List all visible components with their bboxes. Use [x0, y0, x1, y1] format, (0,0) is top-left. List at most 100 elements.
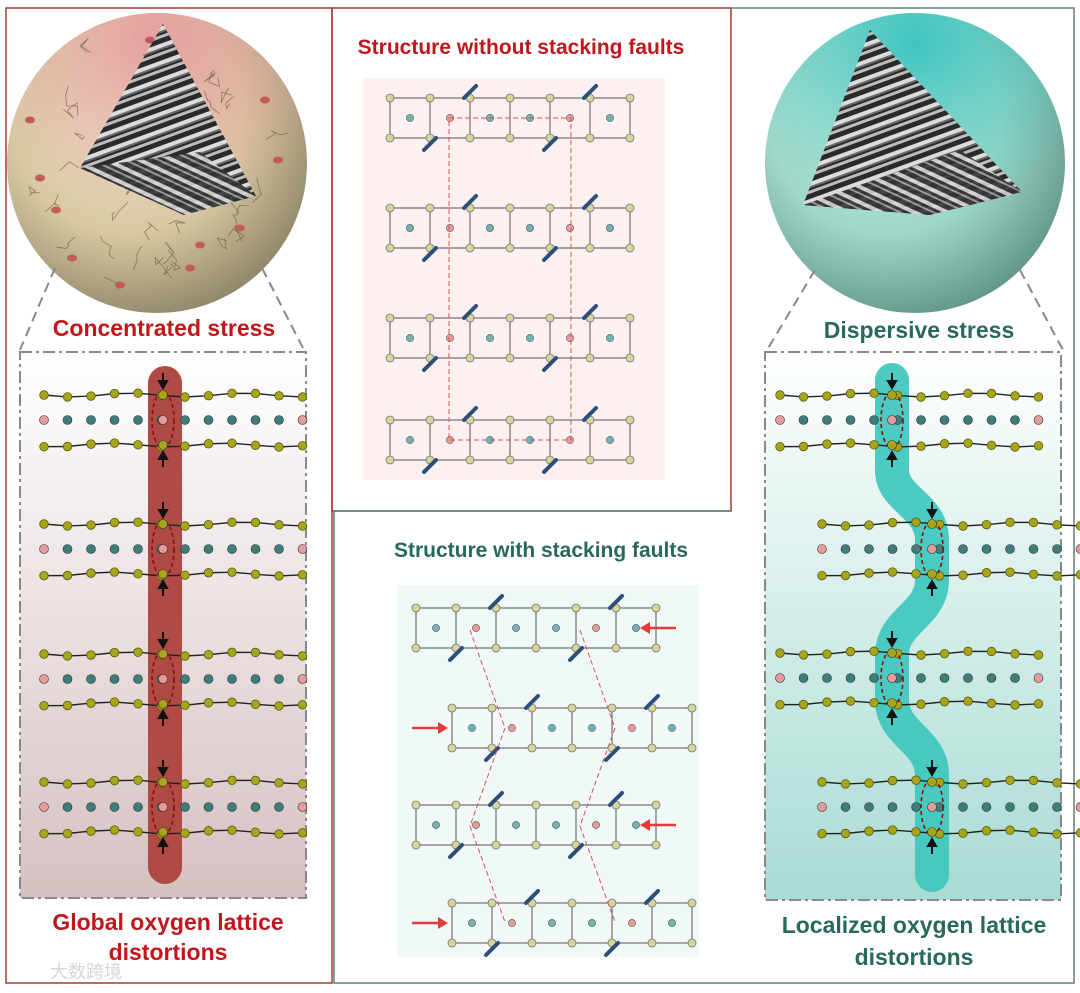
metal-atom	[297, 544, 308, 554]
oxygen-atom	[203, 390, 214, 401]
oxygen-atom	[1010, 391, 1020, 401]
oxygen-atom	[274, 442, 284, 452]
pit	[235, 224, 245, 232]
oxygen-atom	[505, 313, 515, 323]
tm-dumbbell-icon	[422, 356, 438, 372]
oxygen-atom	[981, 568, 992, 578]
metal-atom	[180, 802, 190, 812]
oxygen-atom	[297, 441, 308, 451]
metal-atom	[227, 674, 237, 684]
oxygen-atom	[869, 646, 879, 656]
oxygen-atom	[385, 353, 395, 363]
oxygen-atom	[1028, 517, 1039, 528]
crack	[204, 71, 216, 82]
oxygen-atom	[887, 517, 898, 528]
metal-atom	[526, 224, 534, 232]
metal-atom	[274, 415, 284, 425]
oxygen-atom	[62, 521, 73, 531]
oxygen-atom	[916, 392, 926, 402]
metal-atom	[406, 224, 414, 232]
metal-atom	[817, 544, 827, 554]
metal-atom	[822, 673, 832, 683]
metal-atom	[446, 224, 454, 232]
oxygen-atom	[1033, 650, 1044, 660]
oxygen-atom	[531, 800, 541, 810]
oxygen-atom	[505, 93, 515, 103]
metal-atom	[845, 673, 856, 683]
crack	[28, 185, 40, 197]
oxygen-atom	[822, 391, 832, 401]
oxygen-atom	[887, 648, 897, 658]
oxygen-atom	[39, 828, 49, 839]
metal-atom	[180, 544, 190, 554]
oxygen-atom	[625, 353, 635, 363]
oxygen-atom	[845, 696, 856, 706]
metal-atom	[887, 802, 898, 812]
metal-atom	[406, 114, 414, 122]
oxygen-atom	[1075, 779, 1080, 789]
red-arrow-head	[640, 819, 650, 831]
oxygen-atom	[687, 703, 697, 713]
oxygen-atom	[981, 777, 992, 788]
oxygen-atom	[447, 898, 457, 908]
unit-cell	[589, 317, 631, 359]
oxygen-atom	[822, 649, 832, 659]
up-arrow-icon	[926, 836, 938, 854]
oxygen-atom	[845, 646, 856, 657]
oxygen-atom	[385, 415, 395, 425]
metal-atom	[39, 415, 49, 425]
oxygen-atom	[203, 777, 214, 788]
metal-atom	[911, 802, 921, 812]
oxygen-atom	[986, 698, 997, 708]
oxygen-atom	[505, 243, 515, 253]
tm-dumbbell-icon	[582, 304, 598, 320]
crack	[225, 95, 235, 110]
oxygen-atom	[491, 840, 501, 850]
oxygen-atom	[203, 649, 214, 660]
oxygen-atom	[250, 569, 261, 579]
oxygen-atom	[887, 390, 897, 400]
tm-dumbbell-icon	[644, 889, 660, 905]
tm-dumbbell-icon	[462, 406, 478, 422]
up-arrow-icon	[926, 578, 938, 596]
up-arrow-icon	[157, 578, 169, 596]
metal-atom	[274, 544, 284, 554]
oxygen-atom	[274, 650, 284, 660]
oxygen-atom	[927, 519, 937, 529]
tm-dumbbell-icon	[582, 84, 598, 100]
oxygen-atom	[585, 455, 595, 465]
crack	[216, 237, 227, 250]
metal-atom	[606, 224, 614, 232]
metal-atom	[1010, 415, 1020, 425]
crack	[63, 102, 79, 119]
metal-atom	[1010, 673, 1020, 683]
right-caption-line2: distortions	[855, 944, 974, 970]
unit-cell	[589, 207, 631, 249]
tm-dumbbell-icon	[462, 304, 478, 320]
oxygen-atom	[1075, 828, 1080, 838]
distortion-marker	[920, 520, 944, 578]
oxygen-atom	[887, 567, 898, 577]
crack	[100, 235, 115, 260]
oxygen-atom	[109, 775, 120, 786]
oxygen-atom	[687, 743, 697, 753]
up-arrow-icon	[157, 708, 169, 726]
metal-atom	[548, 724, 556, 732]
metal-atom	[250, 674, 261, 684]
oxygen-atom	[531, 603, 541, 613]
oxygen-atom	[864, 568, 874, 578]
oxygen-atom	[158, 699, 168, 709]
oxygen-atom	[571, 603, 581, 613]
oxygen-atom	[86, 568, 96, 578]
oxygen-atom	[203, 519, 214, 530]
stress-band	[875, 363, 949, 892]
up-arrow-icon	[157, 449, 169, 467]
oxygen-atom	[840, 521, 851, 531]
red-arrow-head	[438, 917, 448, 929]
oxygen-atom	[625, 313, 635, 323]
tm-dumbbell-icon	[542, 458, 558, 474]
oxygen-atom	[916, 441, 926, 451]
oxygen-atom	[133, 517, 143, 527]
oxygen-atom	[505, 133, 515, 143]
pit	[273, 156, 283, 164]
